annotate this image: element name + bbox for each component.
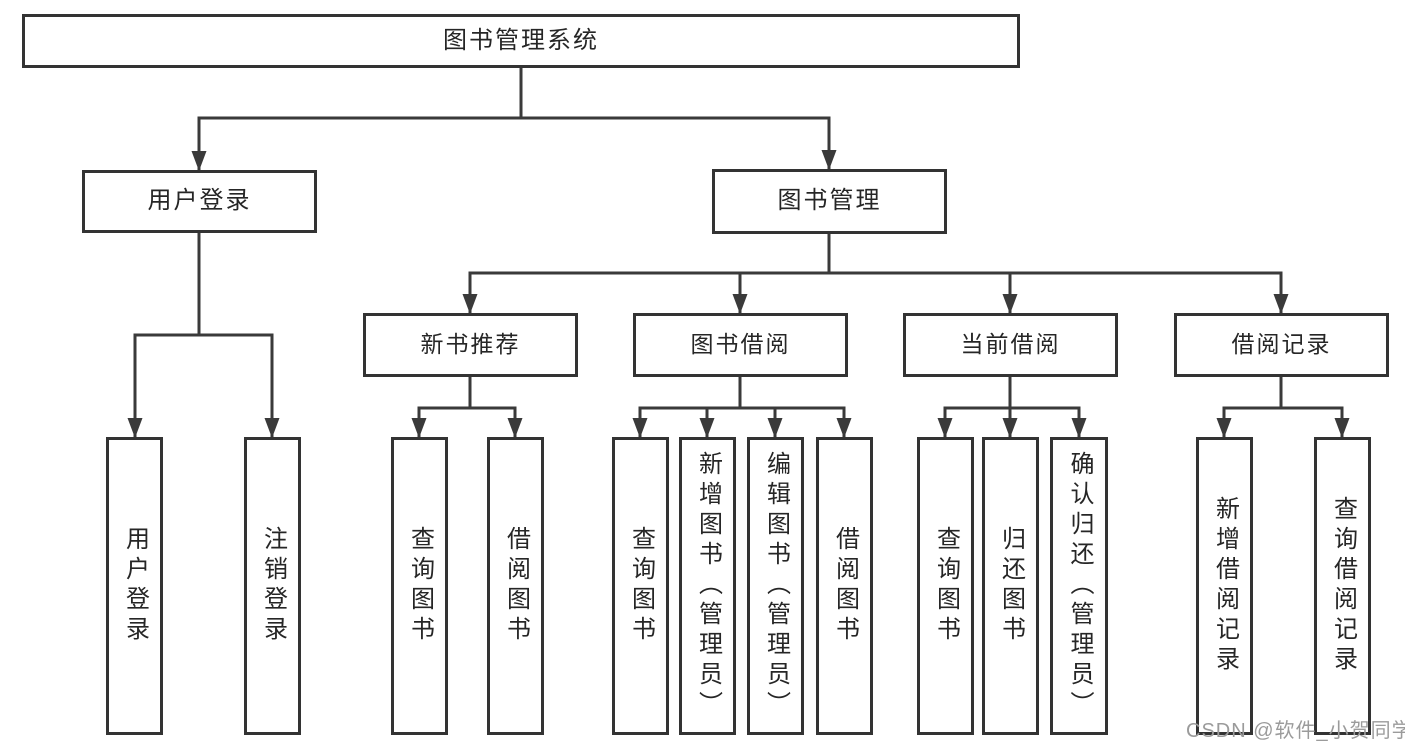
node-label-v-query-books-3: 查询图书 — [932, 526, 960, 646]
edge-current-borrowing-to-v-confirm-return — [1008, 377, 1087, 438]
node-borrowing-records: 借阅记录 — [1174, 313, 1389, 377]
node-root: 图书管理系统 — [22, 14, 1020, 68]
edge-new-book-recommend-to-v-query-books-1 — [411, 377, 472, 438]
edge-user-login-to-v-logout — [197, 233, 280, 438]
node-v-borrow-books-1: 借阅图书 — [487, 437, 544, 735]
node-label-v-query-books-2: 查询图书 — [627, 526, 655, 646]
edge-book-management-to-book-borrowing — [732, 234, 831, 314]
edge-root-to-book-management — [519, 68, 837, 170]
node-label-new-book-recommend: 新书推荐 — [420, 331, 521, 358]
node-label-v-confirm-return: 确认归还（管理员） — [1066, 451, 1093, 721]
node-current-borrowing: 当前借阅 — [903, 313, 1118, 377]
node-label-v-borrow-books-2: 借阅图书 — [831, 526, 859, 646]
edge-book-borrowing-to-v-add-books — [699, 377, 742, 438]
node-label-book-management: 图书管理 — [777, 187, 882, 215]
edge-new-book-recommend-to-v-borrow-books-1 — [468, 377, 523, 438]
edge-book-management-to-borrowing-records — [827, 234, 1289, 314]
node-label-book-borrowing: 图书借阅 — [690, 331, 791, 358]
node-label-v-add-books: 新增图书（管理员） — [694, 451, 722, 721]
node-label-current-borrowing: 当前借阅 — [960, 331, 1061, 358]
node-label-v-query-borrow-record: 查询借阅记录 — [1329, 496, 1357, 676]
node-v-query-books-3: 查询图书 — [917, 437, 974, 735]
node-v-return-books: 归还图书 — [982, 437, 1039, 735]
node-book-management: 图书管理 — [712, 169, 947, 234]
node-label-v-borrow-books-1: 借阅图书 — [502, 526, 530, 646]
node-label-v-return-books: 归还图书 — [997, 526, 1025, 646]
watermark: CSDN @软件_小贺同学 — [1186, 720, 1405, 742]
edge-borrowing-records-to-v-add-borrow-record — [1216, 377, 1283, 438]
node-v-query-borrow-record: 查询借阅记录 — [1314, 437, 1371, 735]
node-label-v-edit-books: 编辑图书（管理员） — [762, 451, 790, 721]
node-label-v-user-login: 用户登录 — [121, 526, 149, 646]
edge-book-borrowing-to-v-borrow-books-2 — [738, 377, 852, 438]
node-label-borrowing-records: 借阅记录 — [1231, 331, 1332, 358]
node-v-edit-books: 编辑图书（管理员） — [747, 437, 804, 735]
edge-user-login-to-v-user-login — [127, 233, 201, 438]
edge-root-to-user-login — [191, 68, 523, 171]
node-label-v-query-books-1: 查询图书 — [406, 526, 434, 646]
node-v-user-login: 用户登录 — [106, 437, 163, 735]
node-v-query-books-1: 查询图书 — [391, 437, 448, 735]
node-v-borrow-books-2: 借阅图书 — [816, 437, 873, 735]
node-label-user-login: 用户登录 — [147, 187, 252, 215]
node-label-v-add-borrow-record: 新增借阅记录 — [1211, 496, 1239, 676]
node-v-logout: 注销登录 — [244, 437, 301, 735]
node-book-borrowing: 图书借阅 — [633, 313, 848, 377]
node-user-login: 用户登录 — [82, 170, 317, 233]
edge-borrowing-records-to-v-query-borrow-record — [1279, 377, 1350, 438]
node-label-v-logout: 注销登录 — [259, 526, 287, 646]
node-v-add-borrow-record: 新增借阅记录 — [1196, 437, 1253, 735]
node-v-query-books-2: 查询图书 — [612, 437, 669, 735]
node-v-confirm-return: 确认归还（管理员） — [1050, 437, 1108, 735]
edge-current-borrowing-to-v-query-books-3 — [937, 377, 1012, 438]
node-v-add-books: 新增图书（管理员） — [679, 437, 736, 735]
node-new-book-recommend: 新书推荐 — [363, 313, 578, 377]
node-label-root: 图书管理系统 — [443, 26, 599, 54]
